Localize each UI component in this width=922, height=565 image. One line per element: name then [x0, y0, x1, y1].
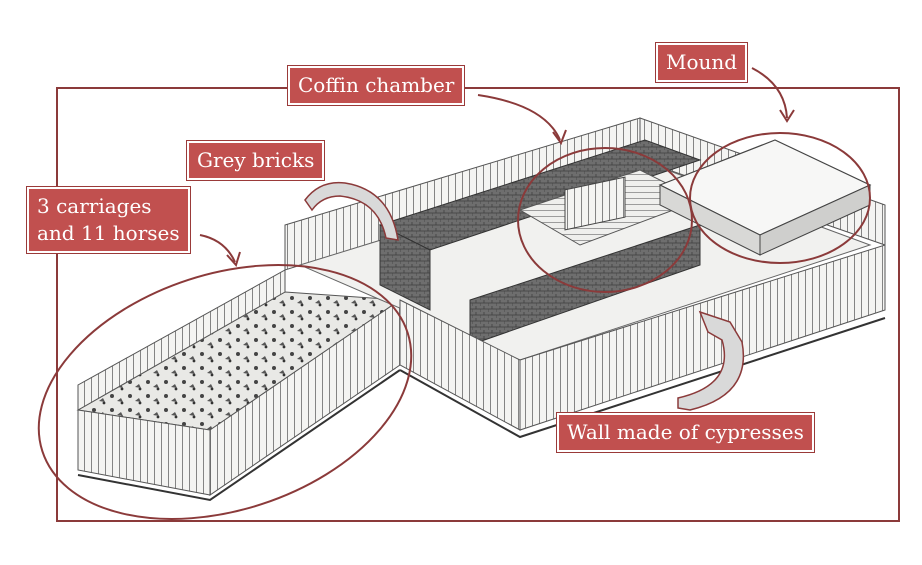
carriages-label-line2: and 11 horses [37, 221, 180, 245]
wall-arrow [677, 310, 745, 411]
carriages-label: 3 carriages and 11 horses [26, 186, 191, 254]
coffin-chamber-label-text: Coffin chamber [298, 73, 455, 97]
carriages-arrowhead [226, 251, 241, 267]
pit-front-wall-right [519, 244, 886, 431]
wall-label: Wall made of cypresses [556, 412, 815, 453]
mound-arrowhead [779, 109, 795, 123]
frame-border [56, 87, 900, 522]
inner-chamber-box [564, 176, 626, 231]
grey-bricks-label-text: Grey bricks [197, 148, 315, 172]
coffin-chamber-highlight-ellipse [517, 147, 693, 293]
pointer-arrows [199, 67, 795, 411]
carriages-label-line1: 3 carriages [37, 194, 152, 218]
carriages-highlight-ellipse [37, 264, 413, 520]
mound-highlight-ellipse [689, 132, 871, 264]
wall-label-text: Wall made of cypresses [567, 420, 804, 444]
mound-arrow [751, 67, 788, 119]
brick-band-front [469, 224, 701, 346]
coffin-chamber-arrowhead [552, 129, 567, 146]
coffin-chamber-arrow [477, 94, 561, 141]
tomb-structure [76, 117, 886, 502]
mound-label: Mound [654, 42, 749, 83]
grey-bricks-arrow [304, 181, 399, 241]
brick-band-left [379, 224, 431, 311]
base-line [399, 317, 886, 439]
grey-bricks-label: Grey bricks [185, 140, 326, 181]
mound-label-text: Mound [666, 50, 738, 74]
passage-base-line [77, 369, 401, 502]
coffin-chamber-label: Coffin chamber [286, 65, 466, 106]
carriages-arrow [199, 234, 236, 263]
